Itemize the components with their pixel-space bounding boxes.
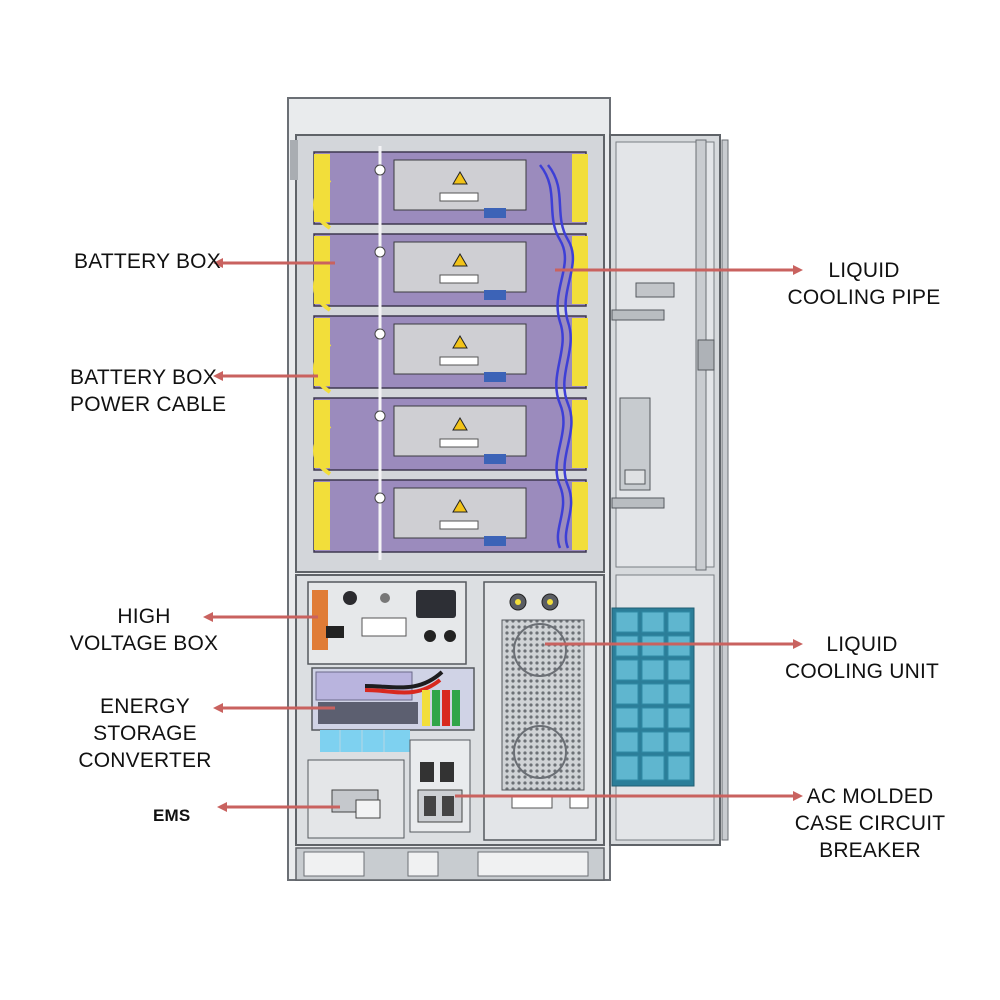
battery-module: [313, 233, 588, 307]
label-ac-molded-case-circuit-breaker: AC MOLDED CASE CIRCUIT BREAKER: [794, 785, 946, 862]
label-liquid-cooling-unit: LIQUID COOLING UNIT: [784, 633, 940, 683]
liquid-cooling-pipe: [539, 164, 575, 549]
label-energy-storage-converter: ENERGY STORAGE CONVERTER: [78, 695, 212, 772]
battery-module: [313, 315, 588, 389]
label-ems: EMS: [153, 806, 191, 825]
ac-molded-case-circuit-breaker: [409, 739, 471, 833]
label-battery-box: BATTERY BOX: [74, 250, 221, 273]
fan-icon: [513, 725, 567, 779]
high-voltage-box: [307, 581, 467, 665]
battery-power-cable: [313, 146, 386, 560]
liquid-cooling-unit: [483, 581, 597, 841]
ems-unit: [307, 759, 405, 839]
callout-arrows: [203, 258, 803, 812]
battery-module: [313, 151, 588, 225]
door-cooling-panel: [611, 607, 695, 787]
energy-storage-converter: [311, 667, 475, 752]
fan-icon: [513, 623, 567, 677]
label-liquid-cooling-pipe: LIQUID COOLING PIPE: [787, 259, 941, 309]
battery-module: [313, 479, 588, 553]
label-high-voltage-box: HIGH VOLTAGE BOX: [69, 605, 219, 655]
battery-module: [313, 397, 588, 471]
label-battery-box-power-cable: BATTERY BOX POWER CABLE: [70, 366, 227, 416]
